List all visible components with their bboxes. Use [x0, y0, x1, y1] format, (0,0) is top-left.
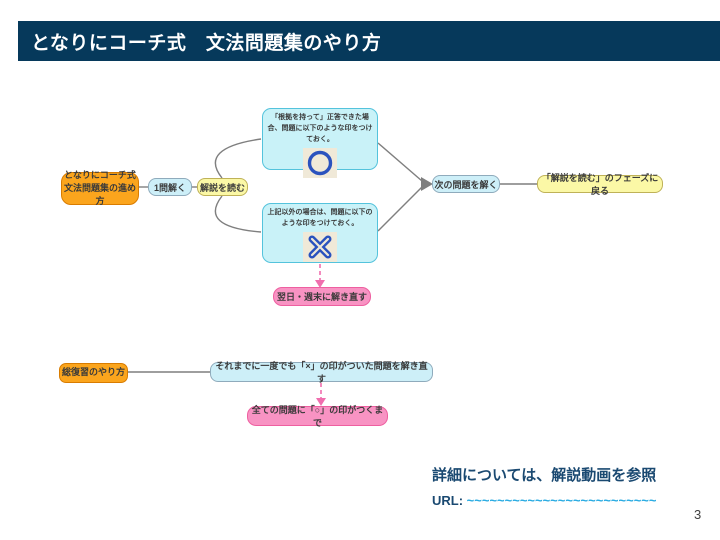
- slide-title: となりにコーチ式 文法問題集のやり方: [31, 32, 382, 54]
- footer-note: 詳細については、解説動画を参照: [432, 467, 657, 484]
- node-read-explanation: 解説を読む: [197, 178, 248, 196]
- slide-title-banner: となりにコーチ式 文法問題集のやり方: [18, 21, 720, 61]
- card-correct-case: 「根拠を持って」正答できた場合、問題に以下のような印をつけておく。: [262, 108, 378, 178]
- node-review-until: 全ての問題に「○」の印がつくまで: [247, 405, 388, 428]
- card-correct-case-text: 「根拠を持って」正答できた場合、問題に以下のような印をつけておく。: [267, 114, 373, 143]
- footer-url-label: URL:: [432, 493, 464, 508]
- node-solve-one: 1問解く: [148, 178, 192, 196]
- node-process-title-line1: となりにコーチ式: [64, 169, 136, 180]
- footer-url: URL: ~~~~~~~~~~~~~~~~~~~~~~~~~: [432, 493, 656, 508]
- card-incorrect-case: 上記以外の場合は、問題に以下のような印をつけておく。: [262, 203, 378, 263]
- footer-url-value: ~~~~~~~~~~~~~~~~~~~~~~~~~: [466, 493, 657, 508]
- page-number: 3: [694, 507, 702, 522]
- cross-mark-icon: [303, 231, 337, 262]
- node-return-phase: 「解説を読む」のフェーズに戻る: [537, 173, 663, 196]
- node-redo-later: 翌日・週末に解き直す: [273, 287, 371, 306]
- card-incorrect-case-text: 上記以外の場合は、問題に以下のような印をつけておく。: [267, 209, 373, 227]
- node-process-title: となりにコーチ式 文法問題集の進め方: [61, 169, 139, 207]
- node-review-redo: それまでに一度でも「×」の印がついた問題を解き直す: [210, 361, 433, 384]
- circle-mark-icon: [303, 147, 337, 178]
- node-process-title-line2: 文法問題集の進め方: [63, 182, 136, 207]
- node-next-question: 次の問題を解く: [432, 175, 500, 193]
- node-review-title: 総復習のやり方: [59, 363, 128, 383]
